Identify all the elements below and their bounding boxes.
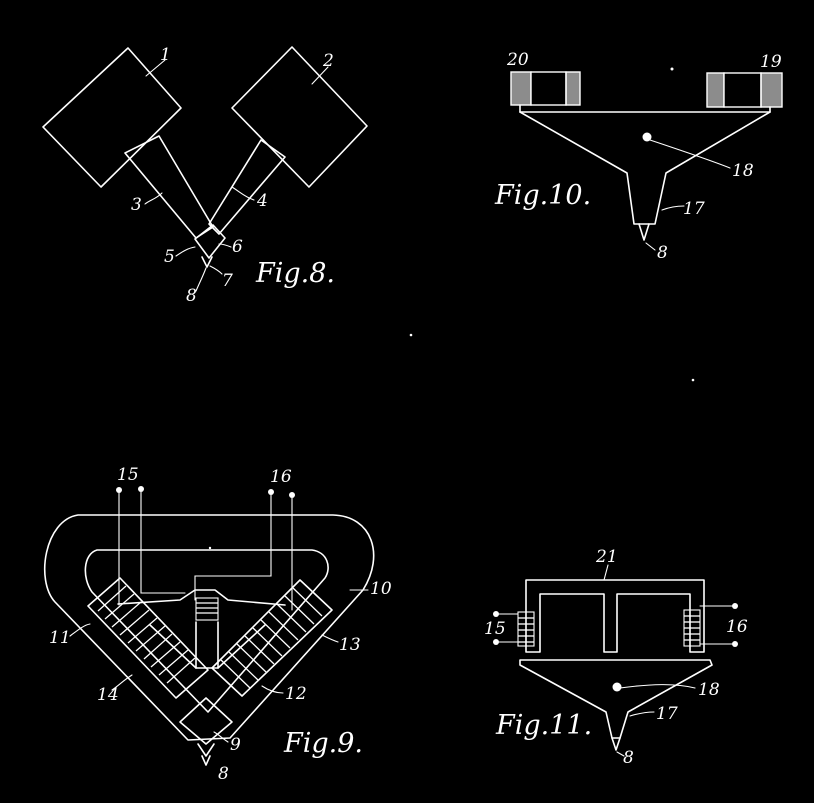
label-17: 17 <box>656 704 678 724</box>
terminal-16a <box>268 489 274 495</box>
label-18: 18 <box>732 161 754 181</box>
label-7: 7 <box>222 271 233 291</box>
leader-9 <box>213 731 229 743</box>
leader-4 <box>231 186 255 201</box>
leader-17 <box>629 711 655 717</box>
coil-15 <box>493 611 535 647</box>
pole-piece-20 <box>510 71 532 106</box>
block-1 <box>42 47 182 188</box>
arm-4 <box>208 139 286 235</box>
leader-12 <box>261 685 284 694</box>
leader-18 <box>619 684 696 689</box>
label-8: 8 <box>623 748 634 768</box>
label-21: 21 <box>595 547 618 567</box>
pole-piece-left <box>530 71 567 106</box>
needle-tip <box>611 737 621 751</box>
pole-piece-right-hatch <box>706 72 725 108</box>
central-bridge <box>117 589 286 606</box>
label-4: 4 <box>256 191 268 211</box>
needle-tip <box>201 256 213 268</box>
leader-1 <box>145 59 166 77</box>
label-16: 16 <box>726 617 748 637</box>
label-1: 1 <box>160 45 171 65</box>
label-19: 19 <box>760 52 782 72</box>
coil-16 <box>683 603 738 647</box>
terminal-16b <box>289 492 295 498</box>
label-9: 9 <box>230 735 241 755</box>
leader-14 <box>111 674 133 691</box>
core-21 <box>525 579 705 653</box>
leader-11 <box>69 623 91 637</box>
leader-2 <box>311 66 329 85</box>
label-13: 13 <box>339 635 361 655</box>
terminal-15a <box>116 487 122 493</box>
label-5: 5 <box>164 247 175 267</box>
label-3: 3 <box>131 195 142 215</box>
core-outer-10 <box>43 514 375 741</box>
label-10: 10 <box>370 579 392 599</box>
label-15: 15 <box>484 619 506 639</box>
label-18: 18 <box>698 680 720 700</box>
winding-leads <box>116 486 295 611</box>
pole-piece-left-hatch <box>565 71 581 106</box>
crossbar <box>519 104 771 113</box>
pole-piece-19 <box>760 72 783 108</box>
leader-21 <box>603 564 609 581</box>
label-14: 14 <box>97 685 119 705</box>
label-8: 8 <box>218 764 229 784</box>
label-16: 16 <box>270 467 292 487</box>
figure-8-caption: Fig.8. <box>255 258 335 289</box>
leader-3 <box>144 192 163 205</box>
label-2: 2 <box>322 51 334 71</box>
label-8: 8 <box>186 286 197 306</box>
leader-8-fig11 <box>616 751 625 757</box>
pole-block-9 <box>179 697 233 745</box>
funnel-body-17 <box>519 111 771 225</box>
coil-left-14 <box>87 577 209 699</box>
needle-tip <box>201 755 211 766</box>
label-11: 11 <box>49 628 71 648</box>
leader-6 <box>218 243 232 248</box>
figure-10-caption: Fig.10. <box>494 180 591 211</box>
leader-18 <box>649 139 731 169</box>
leader-8-fig10 <box>645 242 656 251</box>
pole-tip <box>197 743 215 757</box>
funnel-body-17 <box>519 659 713 739</box>
figure-9-caption: Fig.9. <box>283 728 363 759</box>
needle-tip <box>638 223 650 241</box>
coil-right-12 <box>211 579 333 697</box>
label-15: 15 <box>117 465 139 485</box>
label-17: 17 <box>683 199 705 219</box>
block-2 <box>231 46 368 188</box>
terminal-15b <box>138 486 144 492</box>
label-12: 12 <box>285 684 307 704</box>
leader-8 <box>195 267 207 292</box>
leader-13 <box>321 634 339 643</box>
center-coil <box>195 597 219 621</box>
figure-11-caption: Fig.11. <box>495 710 592 741</box>
figure-10: 20 19 18 17 8 Fig.10. <box>494 50 783 263</box>
point-18 <box>612 682 622 692</box>
label-8: 8 <box>657 243 668 263</box>
figure-9: 15 16 10 11 13 14 12 9 8 Fig.9. <box>43 465 392 784</box>
figure-11: 21 15 16 18 17 8 Fig.11. <box>484 547 748 768</box>
label-20: 20 <box>506 50 529 70</box>
leader-17 <box>661 205 685 211</box>
point-18 <box>642 132 652 142</box>
label-6: 6 <box>232 237 243 257</box>
figure-8: 1 2 3 4 5 6 7 8 Fig.8. <box>42 45 368 306</box>
leader-5 <box>175 246 196 257</box>
scan-specks <box>208 67 695 550</box>
pole-tip <box>194 224 226 259</box>
pole-piece-right <box>723 72 762 108</box>
leader-7 <box>209 265 223 275</box>
core-inner-window <box>84 549 329 713</box>
